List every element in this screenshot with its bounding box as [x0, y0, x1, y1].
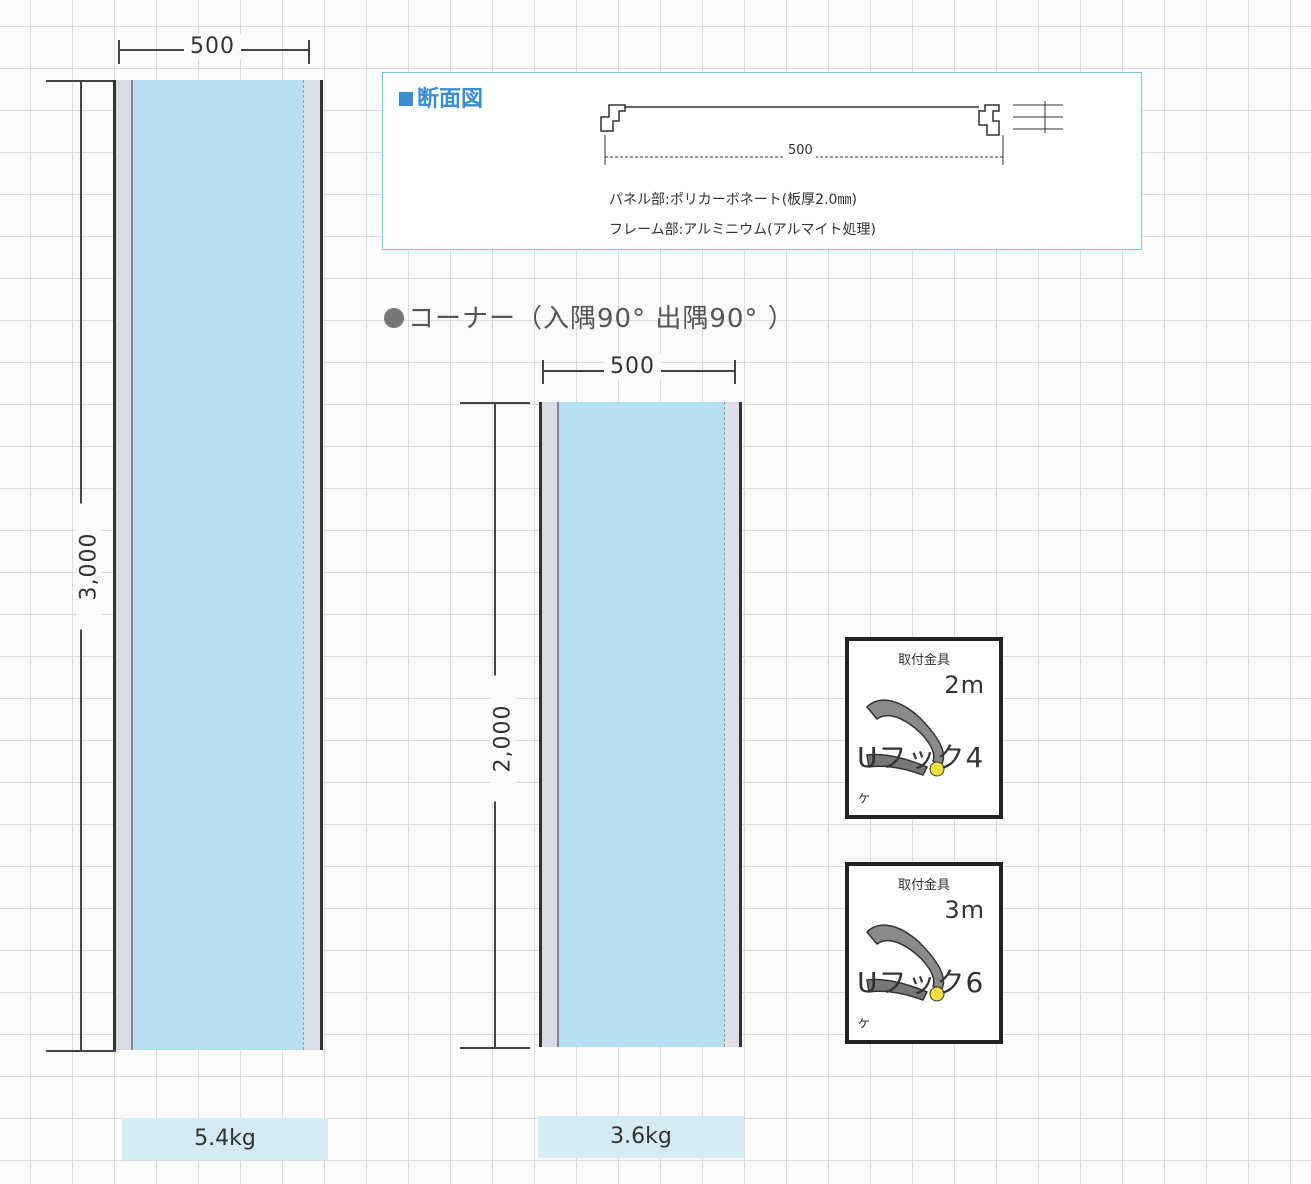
card-count: Uフック6 ヶ: [857, 961, 999, 1034]
frame-left: [539, 402, 559, 1047]
material-frame: フレーム部:アルミニウム(アルマイト処理): [609, 222, 876, 238]
frame-right: [724, 402, 742, 1047]
weight-label: 3.6kg: [538, 1116, 744, 1158]
width-label: 500: [184, 34, 241, 59]
width-tick-left: [542, 360, 544, 384]
section-title: 断面図: [399, 81, 483, 113]
card-count-text: Uフック6: [857, 966, 985, 999]
circle-bullet-icon: [384, 308, 404, 328]
material-panel: パネル部:ポリカーボネート(板厚2.0㎜): [609, 192, 857, 208]
height-tick-bottom: [460, 1047, 530, 1049]
card-title: 取付金具: [897, 878, 950, 893]
frame-right: [303, 80, 323, 1050]
card-length: 2m: [944, 671, 985, 699]
card-count-unit: ヶ: [857, 790, 872, 806]
cross-section-box: 断面図 500 パネル部:ポリカーボネート(板厚2.0㎜) フレーム部:アルミニ…: [382, 72, 1142, 250]
corner-heading-text: コーナー（入隅90° 出隅90° ）: [408, 304, 795, 334]
section-width-label: 500: [785, 143, 816, 158]
card-title: 取付金具: [897, 653, 950, 668]
polycarbonate-panel: [133, 80, 303, 1050]
card-count: Uフック4 ヶ: [857, 736, 999, 809]
width-label: 500: [604, 354, 661, 379]
mounting-card-3m: 取付金具 3m Uフック6 ヶ: [845, 862, 1003, 1044]
width-tick-right: [734, 360, 736, 384]
height-label: 3,000: [76, 503, 102, 630]
mounting-card-2m: 取付金具 2m Uフック4 ヶ: [845, 637, 1003, 819]
u-hook-icon: [865, 699, 945, 777]
u-hook-icon: [865, 924, 945, 1002]
square-bullet-icon: [399, 92, 413, 106]
card-count-text: Uフック4: [857, 741, 985, 774]
width-tick-left: [118, 40, 120, 64]
height-label: 2,000: [490, 675, 516, 802]
section-title-text: 断面図: [417, 87, 484, 112]
height-tick-bottom: [46, 1050, 116, 1052]
weight-label: 5.4kg: [122, 1118, 328, 1160]
cross-section-drawing: [600, 101, 1063, 165]
corner-heading: コーナー（入隅90° 出隅90° ）: [384, 298, 795, 335]
card-length: 3m: [944, 896, 985, 924]
frame-left: [113, 80, 133, 1050]
card-count-unit: ヶ: [857, 1015, 872, 1031]
polycarbonate-panel: [559, 402, 724, 1047]
width-tick-right: [308, 40, 310, 64]
